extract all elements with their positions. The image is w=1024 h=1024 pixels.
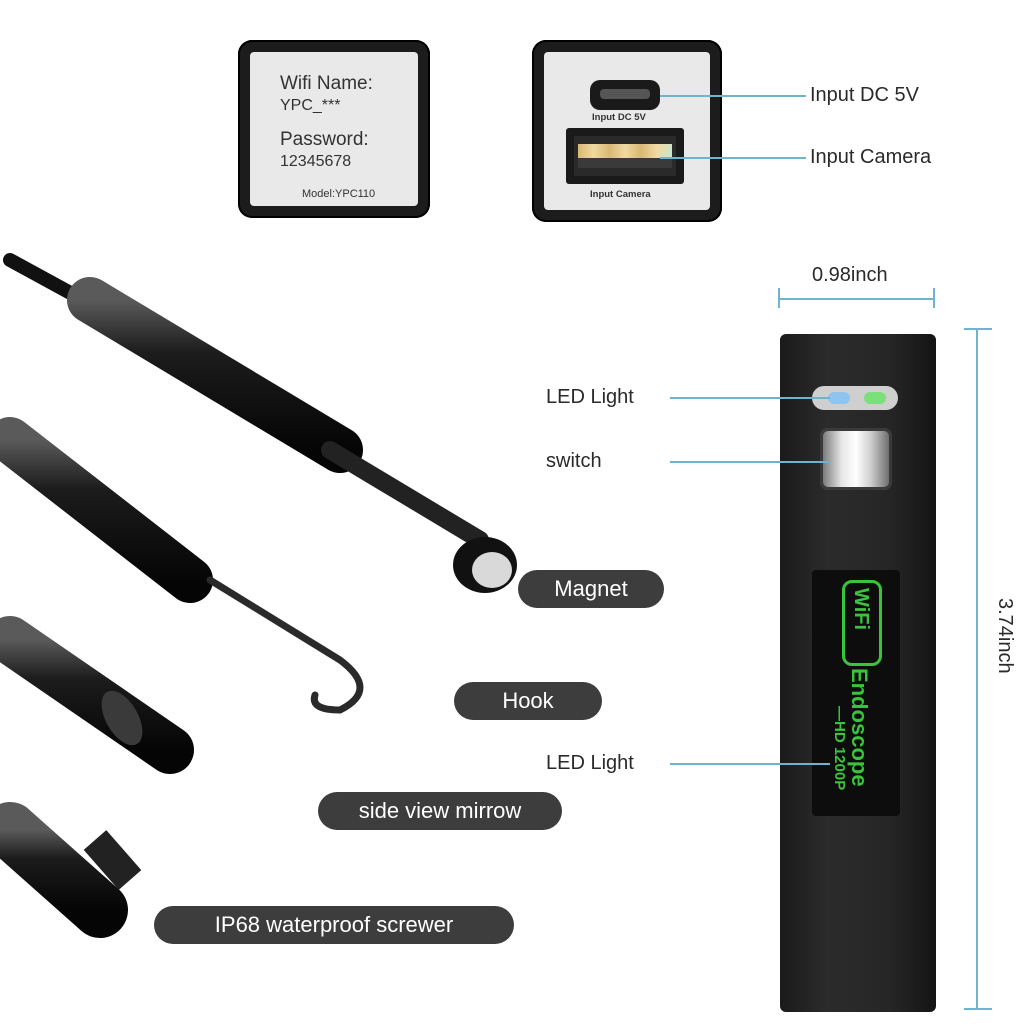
callout-input-dc: Input DC 5V bbox=[810, 84, 919, 106]
wifi-name-label: Wifi Name: bbox=[280, 73, 373, 94]
magnet-probe-icon bbox=[3, 253, 517, 593]
leader-input-dc bbox=[660, 95, 806, 97]
callout-input-camera: Input Camera bbox=[810, 146, 932, 168]
usb-a-port-icon bbox=[566, 128, 684, 184]
badge-wifi-text: WiFi bbox=[850, 588, 872, 631]
wifi-password-label: Password: bbox=[280, 129, 369, 150]
attachment-label-side-view-mirror: side view mirrow bbox=[318, 792, 562, 830]
hook-probe-icon bbox=[0, 417, 364, 714]
attachments-illustration bbox=[0, 253, 517, 938]
device-badge bbox=[812, 570, 900, 816]
attachment-label-ip68-screwer: IP68 waterproof screwer bbox=[154, 906, 514, 944]
dimension-width-tick-right bbox=[933, 288, 935, 308]
dimension-height-label: 3.74inch bbox=[994, 598, 1016, 674]
dimension-height-tick-bottom bbox=[964, 1008, 992, 1010]
wifi-credentials-face bbox=[250, 52, 418, 206]
wifi-password-value: 12345678 bbox=[280, 153, 352, 170]
dimension-height-tick-top bbox=[964, 328, 992, 330]
screwer-probe-icon bbox=[0, 802, 142, 938]
badge-brand-text: Endoscope bbox=[847, 668, 872, 787]
wifi-credentials-panel bbox=[238, 40, 430, 218]
callout-switch: switch bbox=[546, 450, 602, 472]
wifi-name-value: YPC_*** bbox=[280, 97, 341, 114]
wifi-logo-icon bbox=[842, 580, 882, 666]
power-switch[interactable] bbox=[820, 428, 892, 490]
port-camera-caption: Input Camera bbox=[590, 189, 651, 200]
micro-usb-port-icon bbox=[590, 80, 660, 110]
leader-led-light-bottom bbox=[670, 763, 830, 765]
attachment-label-hook: Hook bbox=[454, 682, 602, 720]
leader-input-camera bbox=[660, 157, 806, 159]
dimension-width-line bbox=[778, 298, 934, 300]
badge-resolution-text: —HD 1200P bbox=[831, 706, 848, 791]
dimension-height-line bbox=[976, 328, 978, 1010]
attachment-label-magnet: Magnet bbox=[518, 570, 664, 608]
model-number: Model:YPC110 bbox=[302, 188, 376, 200]
leader-switch bbox=[670, 461, 830, 463]
dimension-width-tick-left bbox=[778, 288, 780, 308]
callout-led-light-top: LED Light bbox=[546, 386, 634, 408]
port-dc-caption: Input DC 5V bbox=[592, 112, 646, 123]
dimension-width-label: 0.98inch bbox=[812, 264, 888, 286]
side-mirror-probe-icon bbox=[0, 616, 194, 774]
leader-led-light-top bbox=[670, 397, 830, 399]
callout-led-light-bottom: LED Light bbox=[546, 752, 634, 774]
